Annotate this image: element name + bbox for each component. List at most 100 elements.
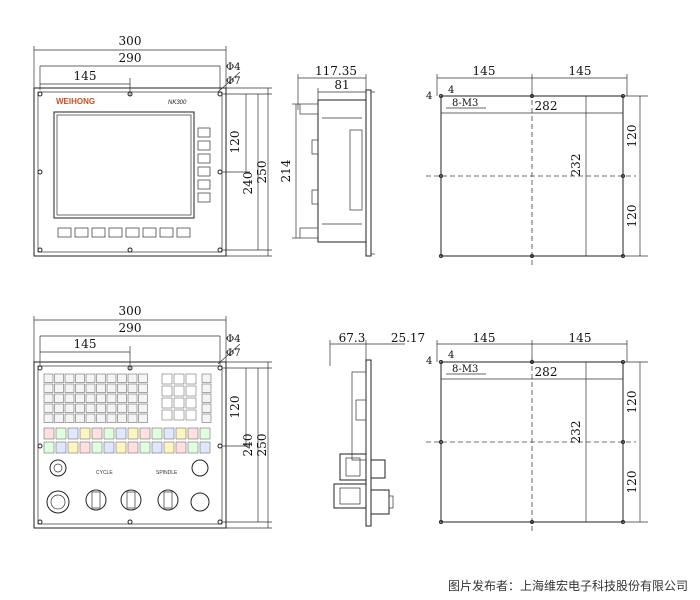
panel-key (64, 373, 75, 383)
mount-hole (127, 247, 133, 253)
panel-key (127, 413, 138, 423)
panel-key (201, 393, 212, 403)
function-key (79, 427, 91, 440)
cutout-dim-145-left: 145 (473, 64, 496, 78)
panel-frame (33, 361, 227, 529)
side2-estop (370, 489, 390, 515)
side2-dim-25: 25.17 (391, 331, 425, 345)
panel-key (201, 383, 212, 393)
cutout2-dim-4: 4 (448, 350, 454, 361)
panel-key (201, 403, 212, 413)
lcd-screen (53, 111, 195, 219)
front-panel-frame (33, 87, 227, 257)
numpad-key (185, 385, 197, 397)
function-key (67, 427, 79, 440)
panel-key (106, 403, 117, 413)
panel-key (85, 393, 96, 403)
function-key (43, 441, 55, 454)
estop-large-button (46, 490, 70, 514)
cutout-dim-4: 4 (448, 85, 454, 96)
function-key (91, 441, 103, 454)
panel-view: 300 290 145 Φ4 Φ7 CYCLE SPINDLE (33, 304, 272, 529)
image-credit: 图片发布者：上海维宏电子科技股份有限公司 (447, 579, 688, 593)
numpad-key (173, 385, 185, 397)
numpad-key (161, 385, 173, 397)
side-dim-117: 117.35 (315, 64, 357, 78)
numpad-key (161, 373, 173, 385)
function-key (43, 427, 55, 440)
function-key (151, 441, 163, 454)
function-key (187, 441, 199, 454)
side2-connector-lower (333, 483, 367, 509)
front-dim-300: 300 (119, 34, 142, 48)
numpad-key (173, 373, 185, 385)
function-key (115, 441, 127, 454)
panel-key (201, 373, 212, 383)
function-key (163, 427, 175, 440)
panel-dim-145: 145 (74, 337, 97, 351)
panel-key (64, 383, 75, 393)
panel-key (75, 393, 85, 403)
function-key (175, 441, 187, 454)
function-key (55, 441, 67, 454)
cutout2-dim-120-lower: 120 (625, 471, 639, 494)
panel-dim-phi7: Φ7 (226, 348, 241, 359)
side2-connector-upper (339, 453, 367, 481)
function-key (187, 427, 199, 440)
panel-key (54, 383, 64, 393)
panel-key (54, 413, 64, 423)
function-key (151, 427, 163, 440)
side2-front-knob (370, 459, 386, 479)
side-view: 117.35 81 214 (279, 64, 375, 257)
numpad-key (161, 409, 173, 421)
panel-key (75, 373, 85, 383)
front-dim-250: 250 (255, 161, 269, 184)
side-dim-214: 214 (279, 159, 293, 182)
panel-dim-120: 120 (228, 396, 242, 419)
cutout-dim-232: 232 (569, 154, 583, 177)
function-key (127, 427, 139, 440)
side-body (317, 99, 367, 243)
panel-key (54, 393, 64, 403)
cutout2-dim-145-left: 145 (473, 331, 496, 345)
label-spindle: SPINDLE (156, 470, 178, 476)
panel-key (96, 373, 106, 383)
panel-key (96, 413, 106, 423)
panel-dim-240: 240 (241, 434, 255, 457)
panel-key (54, 403, 64, 413)
panel-key (43, 383, 54, 393)
cutout-screw-label: 8-M3 (452, 98, 478, 109)
panel-key (106, 373, 117, 383)
side2-dim-67: 67.3 (339, 331, 366, 345)
panel-dim-290: 290 (119, 321, 142, 335)
cutout2-dim-4-side: 4 (426, 356, 432, 367)
numpad-key (185, 373, 197, 385)
panel-key (106, 413, 117, 423)
cutout-view-bottom: 145 145 4 4 8-M3 282 232 120 120 (426, 331, 648, 534)
panel-key (43, 373, 54, 383)
panel-key (138, 383, 148, 393)
panel-key (96, 383, 106, 393)
panel-key (127, 393, 138, 403)
mount-hole (217, 91, 223, 97)
function-key (199, 427, 211, 440)
panel-key (138, 413, 148, 423)
cutout2-screw-label: 8-M3 (452, 364, 478, 375)
cutout2-dim-232: 232 (569, 421, 583, 444)
panel-key (127, 403, 138, 413)
front-dim-290: 290 (119, 51, 142, 65)
side-dim-81: 81 (334, 78, 349, 92)
cycle-start-button (191, 459, 209, 477)
cutout-dim-120-upper: 120 (625, 125, 639, 148)
front-dim-phi4: Φ4 (226, 62, 241, 73)
panel-key (64, 393, 75, 403)
mount-hole (37, 91, 43, 97)
cutout-dim-4-side: 4 (426, 91, 432, 102)
panel-key (85, 383, 96, 393)
function-key (103, 441, 115, 454)
side-key-column (197, 127, 211, 203)
numpad-key (173, 397, 185, 409)
panel-key (75, 403, 85, 413)
panel-dim-300: 300 (119, 304, 142, 318)
